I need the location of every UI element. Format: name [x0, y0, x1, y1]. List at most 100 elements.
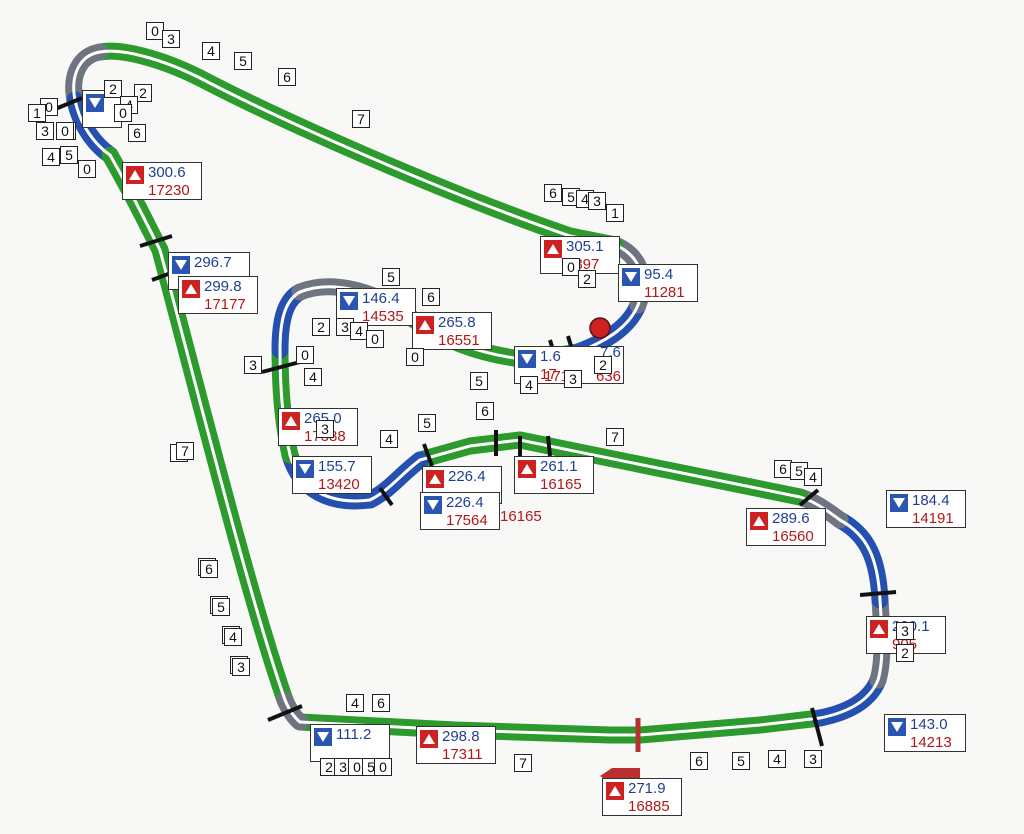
speed-value: 111.2: [336, 726, 372, 743]
gear-label: 6: [372, 694, 390, 712]
speed-value: 184.4: [912, 492, 950, 509]
gear-label: 5: [470, 372, 488, 390]
gear-label: 0: [406, 348, 424, 366]
gear-label: 2: [896, 644, 914, 662]
max-speed-icon: [750, 512, 768, 530]
min-speed-icon: [172, 256, 190, 274]
gear-label: 0: [366, 330, 384, 348]
gear-label: 2: [134, 84, 152, 102]
segment-tick: [859, 590, 897, 597]
max-speed-icon: [518, 460, 536, 478]
min-speed-icon: [622, 268, 640, 286]
max-speed-icon: [544, 240, 562, 258]
gear-label: 7: [176, 442, 194, 460]
track-centerline: [838, 518, 882, 602]
segment-tick: [798, 488, 820, 507]
gear-label: 0: [296, 346, 314, 364]
gear-label: 3: [244, 356, 262, 374]
speed-value: 95.4: [644, 266, 674, 283]
segment-tick: [810, 707, 824, 747]
rpm-value: 17230: [148, 182, 190, 199]
gear-label: 3: [316, 420, 334, 438]
gear-label: 1: [606, 204, 624, 222]
rpm-value: 17311: [442, 746, 483, 763]
gear-label: 6: [128, 124, 146, 142]
gear-label: 2: [104, 80, 122, 98]
gear-label: 3: [36, 122, 54, 140]
min-speed-icon: [424, 496, 442, 514]
speed-value: 226.4: [446, 494, 484, 511]
rpm-value: 13420: [318, 476, 360, 493]
track-centerline: [638, 716, 822, 737]
min-speed-icon: [340, 292, 358, 310]
gear-label: 3: [162, 30, 180, 48]
gear-label: 5: [60, 146, 78, 164]
track-centerline: [73, 98, 112, 157]
gear-label: 2: [594, 356, 612, 374]
rpm-value: 17177: [204, 296, 246, 313]
speed-value: 271.9: [628, 780, 666, 797]
gear-label: 4: [42, 148, 60, 166]
speed-value: 1.6: [540, 348, 561, 365]
gear-label: 6: [278, 68, 296, 86]
gear-label: 0: [114, 104, 132, 122]
gear-label: 3: [232, 658, 250, 676]
min-speed-icon: [518, 350, 536, 368]
gear-label: 3: [336, 318, 354, 336]
gear-label: 5: [418, 414, 436, 432]
gear-label: 6: [200, 560, 218, 578]
min-speed-icon: [296, 460, 314, 478]
rpm-value: 14213: [910, 734, 952, 751]
track-centerline: [72, 50, 102, 102]
max-speed-icon: [126, 166, 144, 184]
rpm-value: 17: [540, 366, 557, 383]
speed-value: 261.1: [540, 458, 578, 475]
rpm-value: 16165: [540, 476, 582, 493]
gear-label: 3: [588, 192, 606, 210]
min-speed-icon: [890, 494, 908, 512]
gear-label: 3: [896, 622, 914, 640]
rpm-value: 14191: [912, 510, 954, 527]
track-centerline: [818, 678, 880, 720]
gear-label: 6: [690, 752, 708, 770]
track-centerline: [368, 458, 422, 502]
gear-label: 4: [304, 368, 322, 386]
start-position-dot: [589, 317, 611, 339]
gear-label: 6: [422, 288, 440, 306]
min-speed-icon: [86, 94, 104, 112]
min-speed-icon: [314, 728, 332, 746]
gear-label: 2: [578, 270, 596, 288]
rpm-value: 16560: [772, 528, 814, 545]
track-segment-full-throttle: [191, 69, 579, 245]
gear-label: 5: [382, 268, 400, 286]
track-segment-braking: [811, 671, 887, 727]
speed-value: 265.8: [438, 314, 476, 331]
track-centerline: [278, 290, 302, 352]
gear-label: 7: [606, 428, 624, 446]
gear-label: 1: [28, 104, 46, 122]
max-speed-icon: [606, 782, 624, 800]
rpm-value: 16885: [628, 798, 670, 815]
gear-label: 4: [380, 430, 398, 448]
speed-value: 305.1: [566, 238, 604, 255]
gear-label: 0: [348, 758, 366, 776]
speed-value: 146.4: [362, 290, 400, 307]
gear-label: 5: [732, 752, 750, 770]
rpm-value: 17564: [446, 512, 488, 529]
speed-value: 143.0: [910, 716, 948, 733]
gear-label: 4: [768, 750, 786, 768]
track-segment-full-throttle: [91, 42, 209, 87]
gear-label: 4: [520, 376, 538, 394]
gear-label: 3: [804, 750, 822, 768]
segment-tick: [267, 704, 303, 722]
track-layer: [65, 42, 891, 744]
gear-label: 7: [352, 110, 370, 128]
segment-tick: [422, 443, 434, 467]
